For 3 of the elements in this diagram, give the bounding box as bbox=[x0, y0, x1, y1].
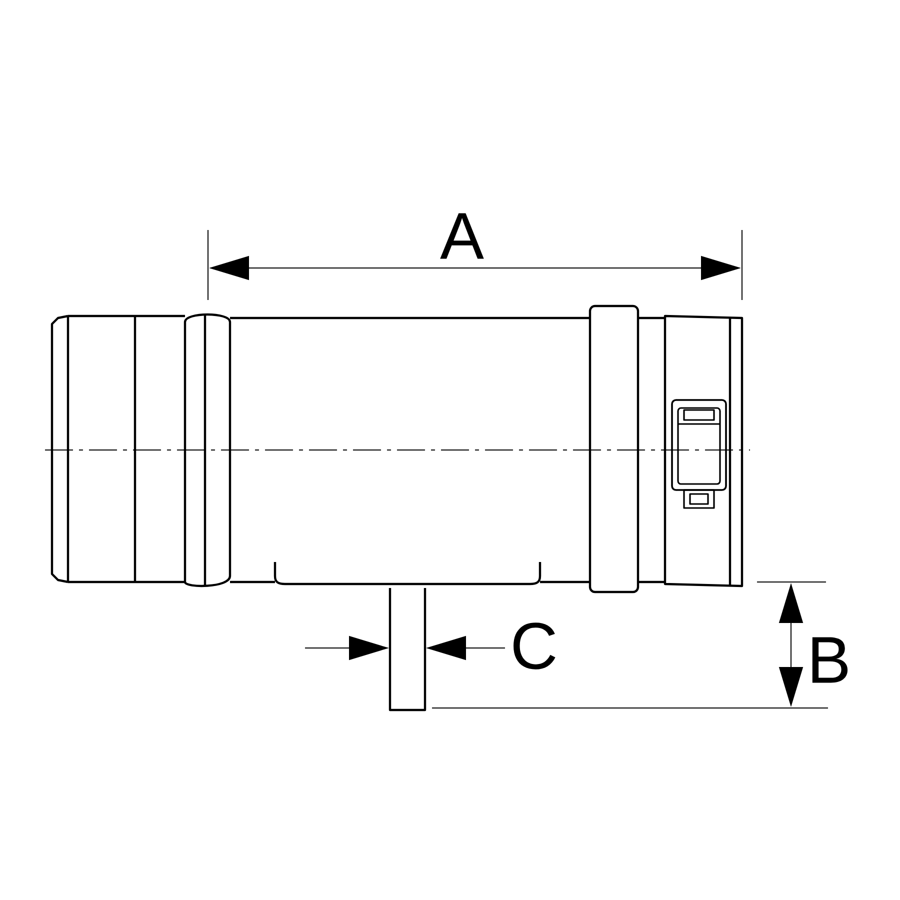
dimension-label: C bbox=[514, 622, 556, 670]
dimension-label: A bbox=[440, 213, 484, 259]
dimension-label: B bbox=[812, 637, 848, 683]
